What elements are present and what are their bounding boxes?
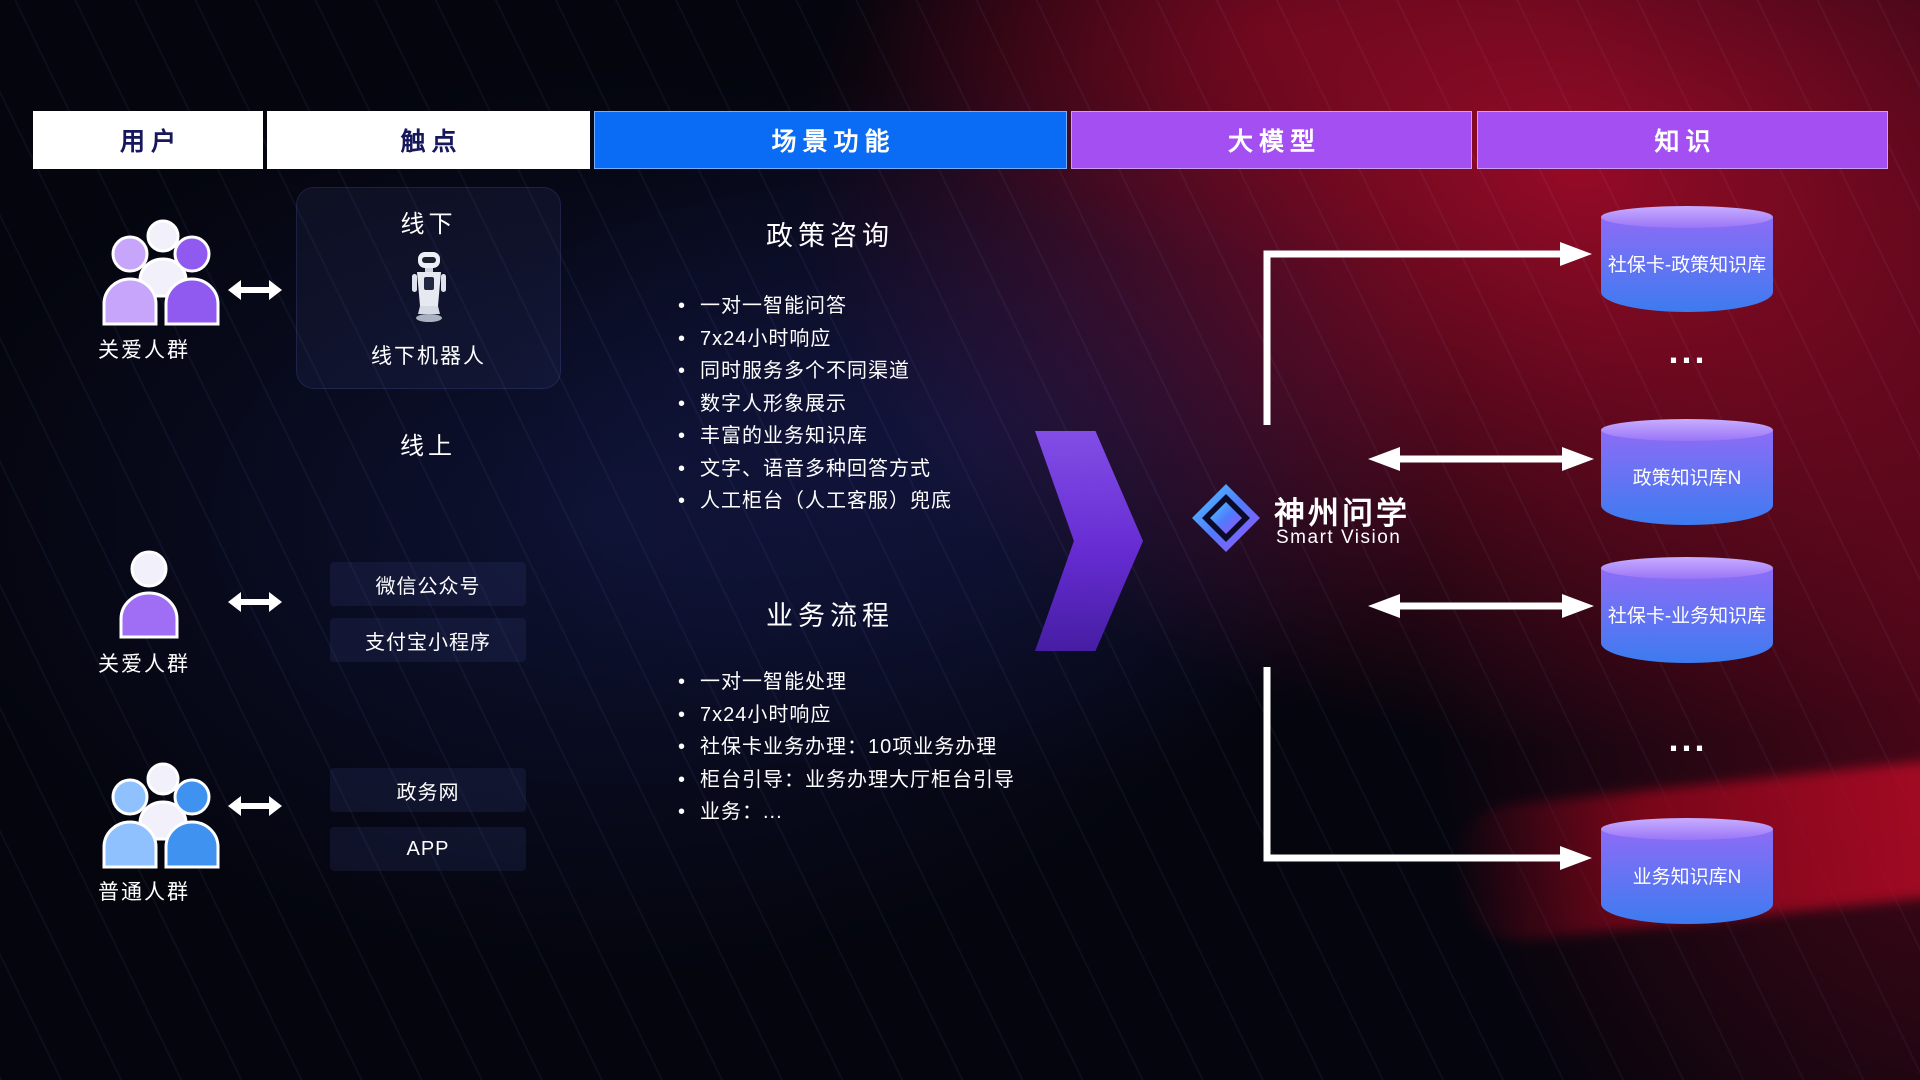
database-label: 政策知识库N xyxy=(1632,467,1742,489)
group-people-blue-icon xyxy=(88,753,238,873)
online-title: 线上 xyxy=(400,433,456,460)
bidirectional-arrow-icon xyxy=(226,793,284,819)
offline-robot-label: 线下机器人 xyxy=(371,345,486,368)
database-lid xyxy=(1601,419,1773,441)
robot-icon xyxy=(405,250,453,329)
list-item: 社保卡业务办理：10项业务办理 xyxy=(676,731,1116,764)
tab-scenarios: 场景功能 xyxy=(594,111,1067,169)
policy-feature-list: 一对一智能问答 7x24小时响应 同时服务多个不同渠道 数字人形象展示 丰富的业… xyxy=(676,290,1116,518)
list-item: 一对一智能问答 xyxy=(676,290,1116,323)
bidirectional-arrow-icon xyxy=(226,277,284,303)
bidirectional-arrow-icon xyxy=(226,589,284,615)
offline-touchpoint-panel: 线下 线下机器人 xyxy=(296,187,561,389)
user-group-label: 普通人群 xyxy=(98,881,190,904)
tab-knowledge: 知识 xyxy=(1477,111,1888,169)
tab-touchpoints: 触点 xyxy=(267,111,590,169)
list-item: 丰富的业务知识库 xyxy=(676,420,1116,453)
database-lid xyxy=(1601,818,1773,840)
policy-section-title: 政策咨询 xyxy=(766,221,894,251)
channel-app: APP xyxy=(330,827,526,871)
database-cylinder: 业务知识库N xyxy=(1601,818,1773,924)
list-item: 7x24小时响应 xyxy=(676,323,1116,356)
ellipsis-more: ... xyxy=(1668,330,1708,371)
database-lid xyxy=(1601,206,1773,228)
business-section-title: 业务流程 xyxy=(766,601,894,631)
list-item: 人工柜台（人工客服）兜底 xyxy=(676,485,1116,518)
list-item: 同时服务多个不同渠道 xyxy=(676,355,1116,388)
group-people-purple-icon xyxy=(88,210,238,330)
database-body xyxy=(1601,829,1773,924)
database-body xyxy=(1601,430,1773,525)
database-label: 社保卡-政策知识库 xyxy=(1607,254,1767,276)
list-item: 柜台引导：业务办理大厅柜台引导 xyxy=(676,764,1116,797)
database-body xyxy=(1601,568,1773,663)
product-subtitle: Smart Vision xyxy=(1276,527,1402,548)
product-name: 神州问学 xyxy=(1274,496,1410,531)
tab-large-model: 大模型 xyxy=(1071,111,1472,169)
list-item: 一对一智能处理 xyxy=(676,666,1116,699)
database-cylinder: 社保卡-政策知识库 xyxy=(1601,206,1773,312)
database-label: 业务知识库N xyxy=(1632,866,1742,888)
offline-title: 线下 xyxy=(400,211,457,238)
channel-alipay: 支付宝小程序 xyxy=(330,618,526,662)
database-cylinder: 政策知识库N xyxy=(1601,419,1773,525)
database-cylinder: 社保卡-业务知识库 xyxy=(1601,557,1773,663)
user-group-label: 关爱人群 xyxy=(98,339,190,362)
list-item: 业务：... xyxy=(676,796,1116,829)
tab-users: 用户 xyxy=(33,111,263,169)
channel-wechat: 微信公众号 xyxy=(330,562,526,606)
business-feature-list: 一对一智能处理 7x24小时响应 社保卡业务办理：10项业务办理 柜台引导：业务… xyxy=(676,666,1116,829)
user-group-label: 关爱人群 xyxy=(98,653,190,676)
person-purple-icon xyxy=(116,549,182,639)
list-item: 文字、语音多种回答方式 xyxy=(676,453,1116,486)
list-item: 7x24小时响应 xyxy=(676,699,1116,732)
database-label: 社保卡-业务知识库 xyxy=(1607,605,1767,627)
ellipsis-more: ... xyxy=(1668,718,1708,759)
channel-gov-web: 政务网 xyxy=(330,768,526,812)
list-item: 数字人形象展示 xyxy=(676,388,1116,421)
database-lid xyxy=(1601,557,1773,579)
database-body xyxy=(1601,217,1773,312)
logo-diamond-icon xyxy=(1190,482,1262,554)
